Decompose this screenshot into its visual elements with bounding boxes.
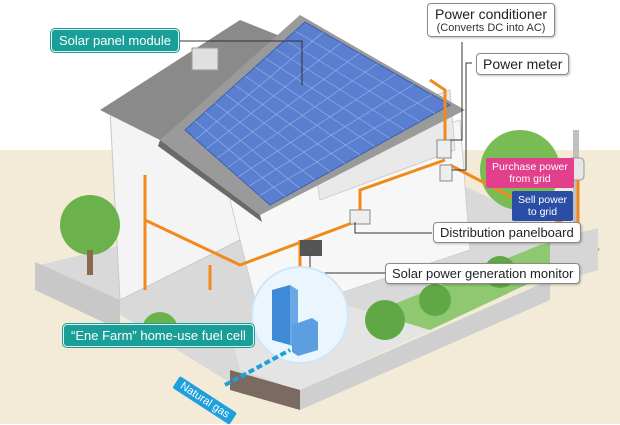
panel-cell-line	[248, 83, 414, 187]
shrub-1	[365, 300, 405, 340]
tree-left-trunk	[87, 250, 93, 275]
label-ene-farm: “Ene Farm” home-use fuel cell	[63, 324, 254, 347]
label-power-meter: Power meter	[476, 53, 570, 75]
left-fence	[35, 262, 120, 330]
label-solar-panel-module: Solar panel module	[51, 29, 180, 52]
fuel-cell-tall-unit	[272, 285, 290, 345]
distribution-panelboard-unit	[349, 209, 371, 225]
fuel-cell-short-unit	[292, 318, 318, 356]
front-wall	[230, 370, 300, 410]
right-fence	[300, 280, 550, 410]
wire-panel-to-conditioner	[429, 78, 447, 150]
shrub-2	[419, 284, 451, 316]
label-distribution-panelboard: Distribution panelboard	[433, 222, 581, 243]
purchase-power-line1: Purchase power	[492, 161, 568, 173]
purchase-power-line2: from grid	[509, 173, 551, 185]
leader-panelboard	[354, 222, 432, 234]
roof-vent	[191, 47, 219, 71]
solar-panel-grid	[194, 30, 436, 197]
leader-lines	[145, 40, 472, 335]
monitor-screen	[300, 240, 322, 256]
sell-power-line1: Sell power	[518, 194, 568, 206]
wire-floor	[144, 218, 361, 267]
roof-edge	[158, 140, 262, 222]
power-meter-unit	[439, 164, 453, 182]
power-conditioner-note: (Converts DC into AC)	[436, 22, 546, 34]
roof-left	[100, 20, 290, 140]
panel-cell-line	[237, 73, 396, 178]
utility-pole	[573, 130, 579, 240]
sell-power-line2: to grid	[527, 206, 558, 218]
label-purchase-power: Purchase power from grid	[486, 158, 574, 188]
leader-meter	[452, 62, 472, 171]
label-power-conditioner: Power conditioner (Converts DC into AC)	[427, 3, 556, 37]
natural-gas-pipe	[224, 348, 291, 387]
power-conditioner-unit	[436, 139, 452, 159]
power-conditioner-title: Power conditioner	[435, 6, 548, 22]
panel-cell-line	[206, 42, 342, 149]
panel-cell-line	[227, 63, 378, 168]
label-sell-power: Sell power to grid	[512, 191, 574, 221]
leader-conditioner	[450, 42, 463, 141]
panel-cell-line	[216, 52, 360, 159]
label-solar-monitor: Solar power generation monitor	[385, 263, 581, 284]
leader-solar-panel	[145, 40, 303, 85]
tree-left	[60, 195, 120, 255]
panel-cell-line	[259, 94, 433, 196]
